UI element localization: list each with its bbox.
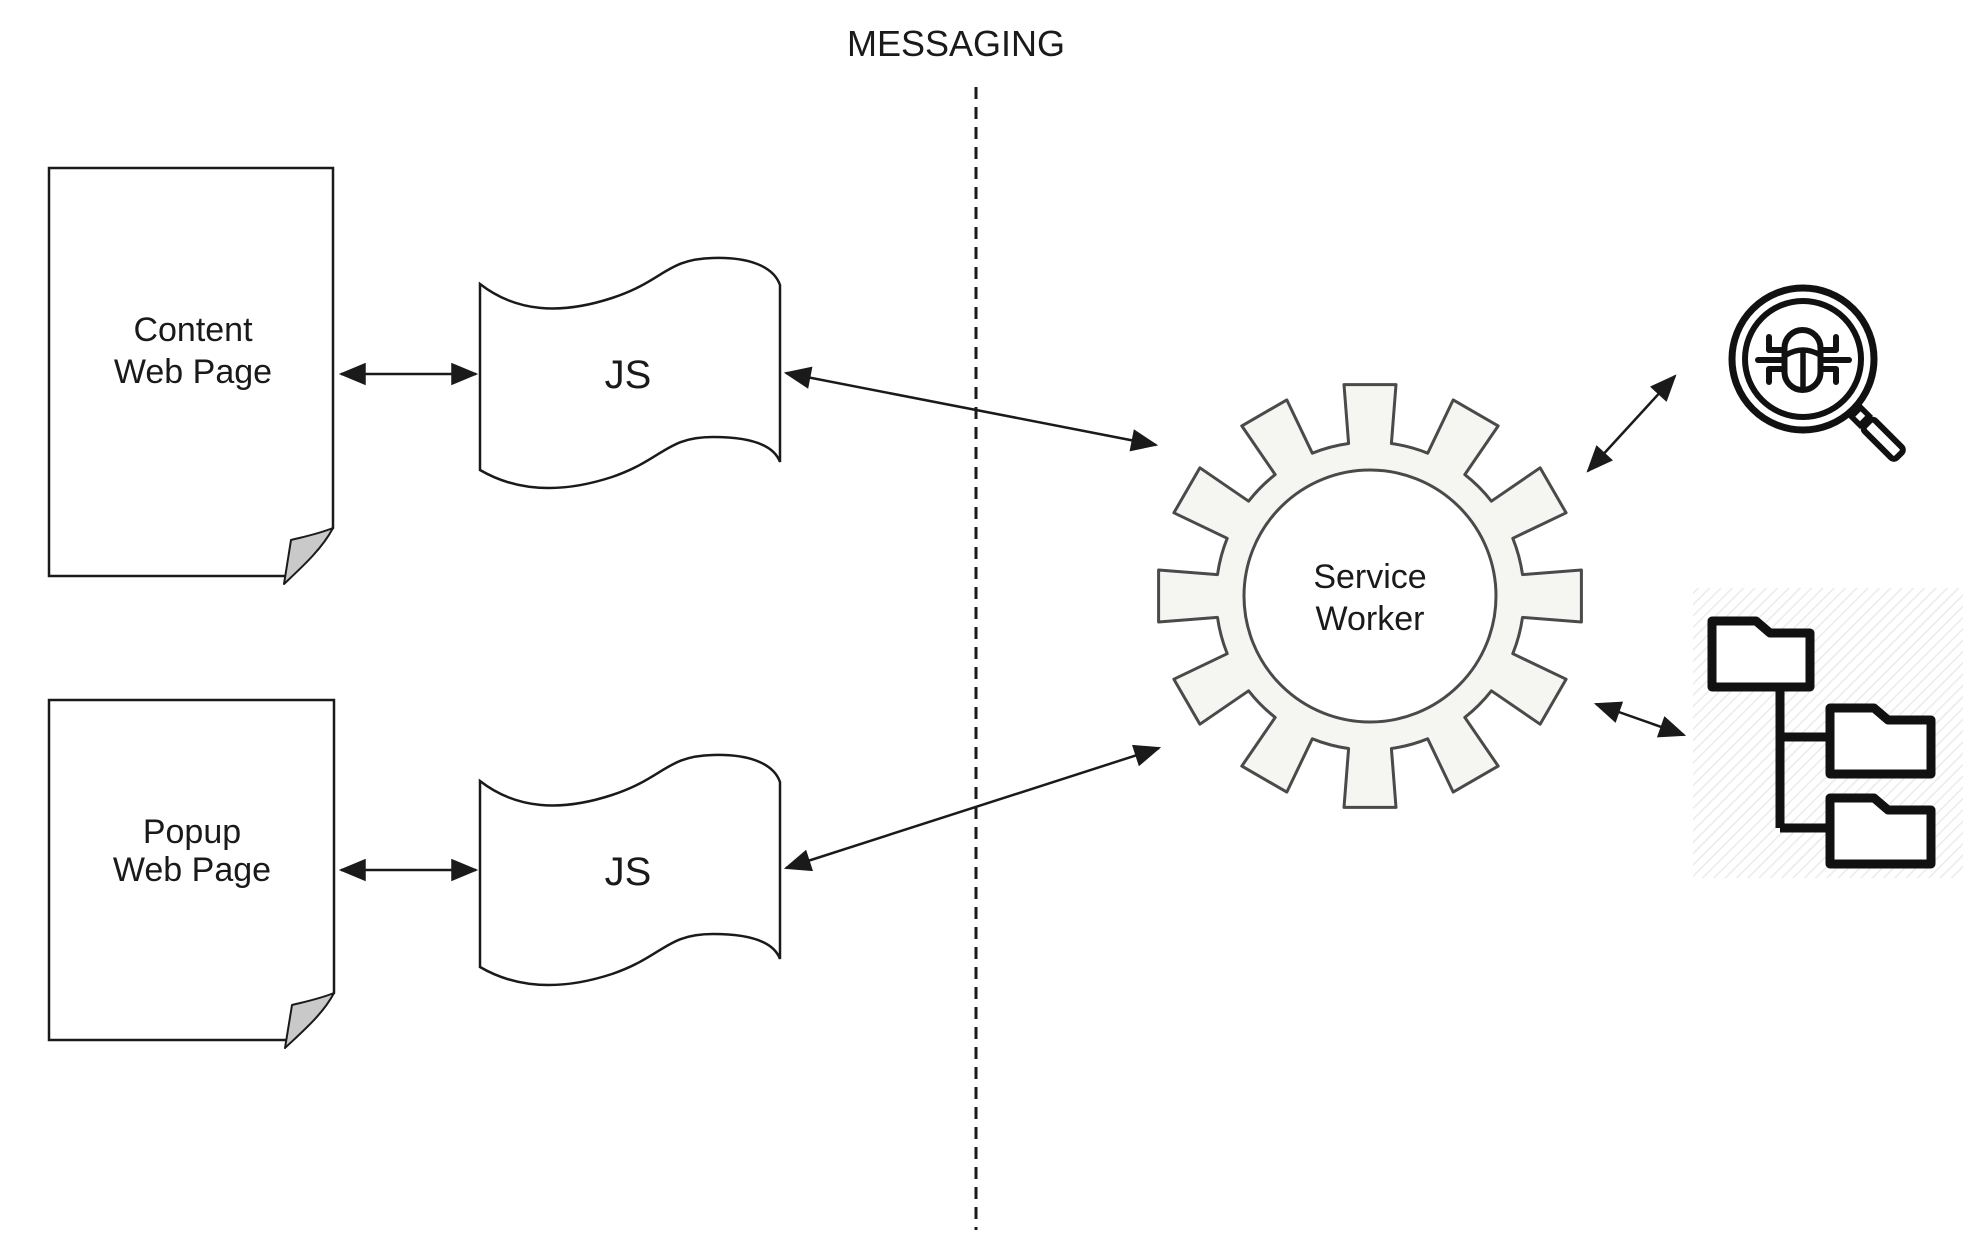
- bug-leg-bottom-right: [1819, 366, 1839, 385]
- child-folder-top-icon: [1825, 703, 1936, 779]
- bug-leg-top-left: [1766, 334, 1786, 353]
- popup-page-label-line1: Popup: [143, 813, 241, 851]
- magnifier-handle-joint: [1847, 403, 1874, 430]
- parent-folder-icon: [1707, 616, 1815, 692]
- popup-js-label: JS: [605, 850, 652, 894]
- content-page-node: Content Web Page: [47, 166, 335, 585]
- bug-glyph: [1755, 327, 1852, 393]
- popup-page-folded-corner-icon: [284, 992, 335, 1049]
- arrow-contentjs-serviceworker: [783, 366, 1159, 452]
- content-js-node: JS: [478, 256, 782, 490]
- bug-leg-bottom-left: [1766, 366, 1786, 385]
- content-page-folded-corner-icon: [283, 527, 334, 585]
- bug-leg-top-right: [1819, 334, 1839, 353]
- content-page-label-line1: Content: [133, 311, 253, 349]
- service-worker-node: Service Worker: [1157, 383, 1583, 809]
- folder-tree-icon: [1693, 588, 1963, 878]
- magnifier-inner-ring: [1742, 298, 1864, 420]
- arrow-serviceworker-filetree: [1593, 701, 1687, 738]
- content-page-label-line2: Web Page: [114, 353, 272, 391]
- magnifier-handle-bar: [1860, 416, 1906, 462]
- popup-page-label-line2: Web Page: [113, 851, 271, 889]
- messaging-divider-label: MESSAGING: [847, 23, 1065, 64]
- popup-page-node: Popup Web Page: [47, 698, 336, 1049]
- bug-magnifier-icon: [1728, 284, 1906, 462]
- arrow-popupjs-serviceworker: [783, 744, 1162, 872]
- service-worker-label-line2: Worker: [1316, 600, 1425, 638]
- content-js-label: JS: [605, 353, 652, 397]
- popup-js-node: JS: [478, 753, 782, 987]
- child-folder-bottom-icon: [1825, 793, 1936, 869]
- service-worker-label-line1: Service: [1313, 558, 1426, 596]
- magnifier-handle: [1847, 403, 1906, 462]
- magnifier-outer-ring: [1728, 284, 1878, 434]
- arrow-serviceworker-debugger: [1586, 374, 1677, 473]
- service-worker-gear-hub: [1242, 468, 1498, 724]
